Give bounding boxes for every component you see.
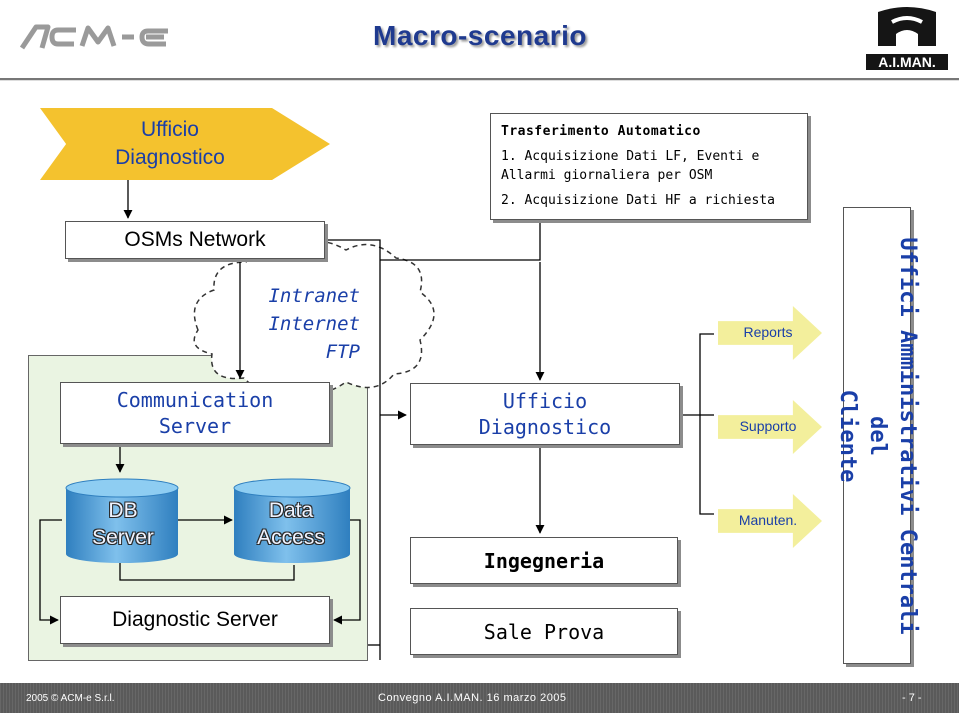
db-server-cylinder [65,478,179,563]
ufficio-line2: Diagnostico [115,146,225,169]
ufficio-diagnostico-arrow [40,108,330,180]
data-access-cylinder [233,478,351,563]
header-divider [0,78,959,80]
da-line1: Data [268,499,314,522]
sale-prova-box: Sale Prova [410,608,678,655]
ud-line2: Diagnostico [478,415,612,439]
transfer-item-2: 2. Acquisizione Dati HF a richiesta [501,193,775,208]
ud-line1: Ufficio [502,389,588,413]
aiman-logo: A.I.MAN. [866,7,948,70]
ufficio-diagnostico-box: Ufficio Diagnostico [410,383,680,445]
osms-network-box: OSMs Network [65,221,325,259]
db-line2: Server [92,526,154,549]
uffici-line2: Cliente [835,389,860,482]
footer-event: Convegno A.I.MAN. 16 marzo 2005 [378,692,567,704]
ufficio-line1: Ufficio [141,118,199,141]
comm-line2: Server [158,414,232,438]
db-server-label: DB Server [68,497,178,551]
db-line1: DB [108,499,138,522]
header-divider-shadow [0,80,959,81]
comm-line1: Communication [116,388,274,412]
footer-copyright: 2005 © ACM-e S.r.l. [26,693,115,704]
ufficio-diagnostico-label: Ufficio Diagnostico [70,116,270,172]
da-line2: Access [257,526,325,549]
cloud-ftp: FTP [325,341,360,363]
network-cloud [193,240,435,394]
cloud-label: Intranet Internet FTP [200,282,360,366]
transfer-box: Trasferimento Automatico 1. Acquisizione… [490,113,808,220]
cloud-internet: Internet [268,313,360,335]
uffici-label: Uffici Amministrativi Centrali del Clien… [832,216,922,656]
acme-logo [19,24,168,50]
footer-page-number: - 7 - [902,692,922,704]
uffici-amministrativi-box: Uffici Amministrativi Centrali del Clien… [835,207,920,664]
reports-label: Reports [743,324,793,340]
uffici-line1: Uffici Amministrativi Centrali del [865,236,920,635]
ingegneria-box: Ingegneria [410,537,678,584]
page-title: Macro-scenario [373,20,587,51]
cloud-intranet: Intranet [268,285,360,307]
communication-server-box: Communication Server [60,382,330,444]
supporto-label: Supporto [739,418,797,434]
transfer-title: Trasferimento Automatico [501,124,701,139]
transfer-item-1: 1. Acquisizione Dati LF, Eventi e Allarm… [501,149,760,183]
data-access-label: Data Access [232,497,350,551]
footer-bar [0,683,959,713]
svg-text:A.I.MAN.: A.I.MAN. [878,54,936,70]
diagnostic-server-box: Diagnostic Server [60,596,330,644]
manuten-label: Manuten. [738,512,798,528]
